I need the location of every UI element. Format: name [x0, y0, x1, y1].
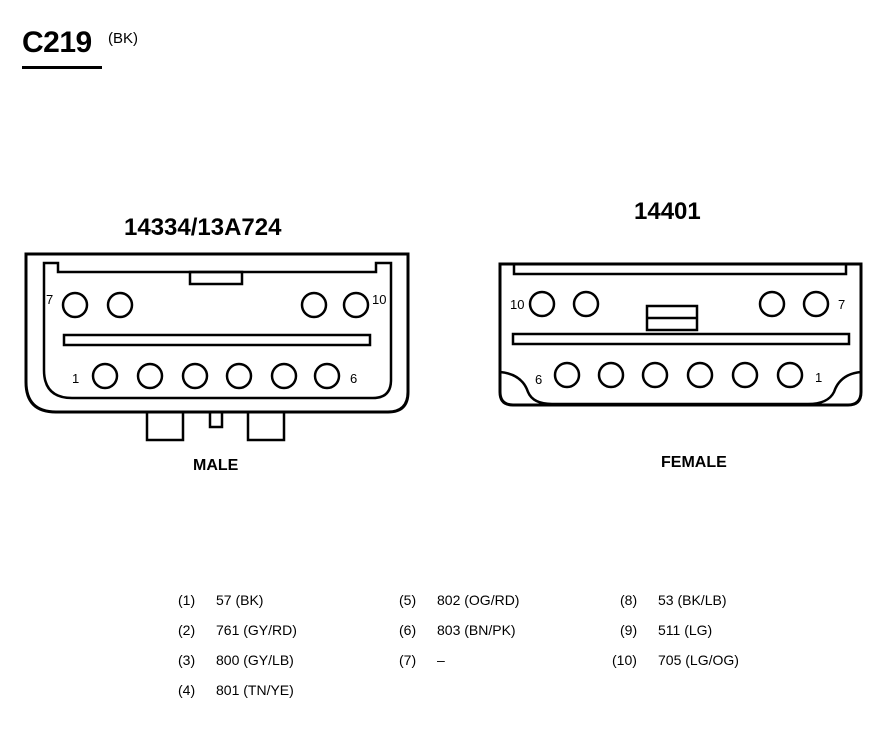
legend-row: (8) 53 (BK/LB) — [620, 592, 726, 608]
legend-pin-number: (8) — [620, 592, 638, 608]
legend-wire: 53 (BK/LB) — [658, 592, 727, 608]
male-label: MALE — [193, 457, 239, 474]
legend-row: (9) 511 (LG) — [620, 622, 712, 638]
legend-pin-number: (4) — [178, 682, 196, 698]
male-pin-label-1: 1 — [72, 371, 79, 386]
female-pin-6 — [553, 361, 581, 389]
legend-wire: 57 (BK) — [216, 592, 264, 608]
legend-row: (4) 801 (TN/YE) — [178, 682, 294, 698]
male-foot-right — [246, 412, 286, 442]
male-pins — [61, 291, 370, 390]
legend-row: (10) 705 (LG/OG) — [612, 652, 739, 668]
male-pin-5 — [270, 362, 298, 390]
legend-wire: 801 (TN/YE) — [216, 682, 294, 698]
female-pin-10 — [528, 290, 556, 318]
female-part-number: 14401 — [634, 198, 701, 225]
female-pin-label-7: 7 — [838, 297, 845, 312]
legend-wire: – — [437, 652, 445, 668]
male-housing-outer — [24, 252, 410, 414]
male-connector — [24, 252, 410, 442]
female-pin-label-6: 6 — [535, 372, 542, 387]
legend-row: (1) 57 (BK) — [178, 592, 263, 608]
legend-row: (6) 803 (BN/PK) — [399, 622, 516, 638]
legend-pin-number: (7) — [399, 652, 417, 668]
legend-wire: 761 (GY/RD) — [216, 622, 297, 638]
female-pin-1 — [776, 361, 804, 389]
legend-wire: 705 (LG/OG) — [658, 652, 739, 668]
female-housing-inner — [512, 264, 848, 276]
female-housing-outer — [498, 262, 863, 407]
legend-wire: 511 (LG) — [658, 622, 713, 638]
female-pin-2 — [731, 361, 759, 389]
legend-wire: 802 (OG/RD) — [437, 592, 520, 608]
legend-pin-number: (2) — [178, 622, 196, 638]
female-pins — [528, 290, 830, 389]
male-latch — [188, 270, 244, 286]
connector-id: C219 — [22, 26, 92, 59]
legend-wire: 803 (BN/PK) — [437, 622, 516, 638]
legend-row: (5) 802 (OG/RD) — [399, 592, 519, 608]
legend-pin-number: (9) — [620, 622, 638, 638]
male-housing-inner — [42, 261, 393, 400]
male-pin-6 — [313, 362, 341, 390]
title-underline — [22, 66, 102, 69]
legend-pin-number: (1) — [178, 592, 196, 608]
legend-pin-number: (5) — [399, 592, 417, 608]
legend-pin-number: (6) — [399, 622, 417, 638]
male-pin-2 — [136, 362, 164, 390]
legend-row: (7) – — [399, 652, 445, 668]
connector-color: (BK) — [108, 30, 138, 47]
male-foot-left — [145, 412, 185, 442]
male-pin-1 — [91, 362, 119, 390]
female-pin-7 — [802, 290, 830, 318]
female-pin-3 — [686, 361, 714, 389]
male-foot-center — [208, 410, 224, 429]
male-pin-8 — [106, 291, 134, 319]
legend-row: (2) 761 (GY/RD) — [178, 622, 297, 638]
male-pin-label-10: 10 — [372, 292, 386, 307]
male-pin-label-7: 7 — [46, 292, 53, 307]
male-pin-10 — [342, 291, 370, 319]
legend-row: (3) 800 (GY/LB) — [178, 652, 294, 668]
female-divider — [511, 332, 851, 346]
female-pin-9 — [572, 290, 600, 318]
male-divider — [62, 333, 372, 347]
female-connector — [498, 262, 863, 407]
legend-pin-number: (3) — [178, 652, 196, 668]
male-pin-label-6: 6 — [350, 371, 357, 386]
male-pin-7 — [61, 291, 89, 319]
legend-wire: 800 (GY/LB) — [216, 652, 294, 668]
male-pin-9 — [300, 291, 328, 319]
female-pin-8 — [758, 290, 786, 318]
female-housing-bottom — [499, 370, 862, 406]
female-pin-label-1: 1 — [815, 370, 822, 385]
male-part-number: 14334/13A724 — [124, 214, 282, 241]
male-pin-4 — [225, 362, 253, 390]
female-label: FEMALE — [661, 454, 727, 471]
male-pin-3 — [181, 362, 209, 390]
female-pin-label-10: 10 — [510, 297, 524, 312]
female-pin-5 — [597, 361, 625, 389]
legend-pin-number: (10) — [612, 652, 637, 668]
female-pin-4 — [641, 361, 669, 389]
